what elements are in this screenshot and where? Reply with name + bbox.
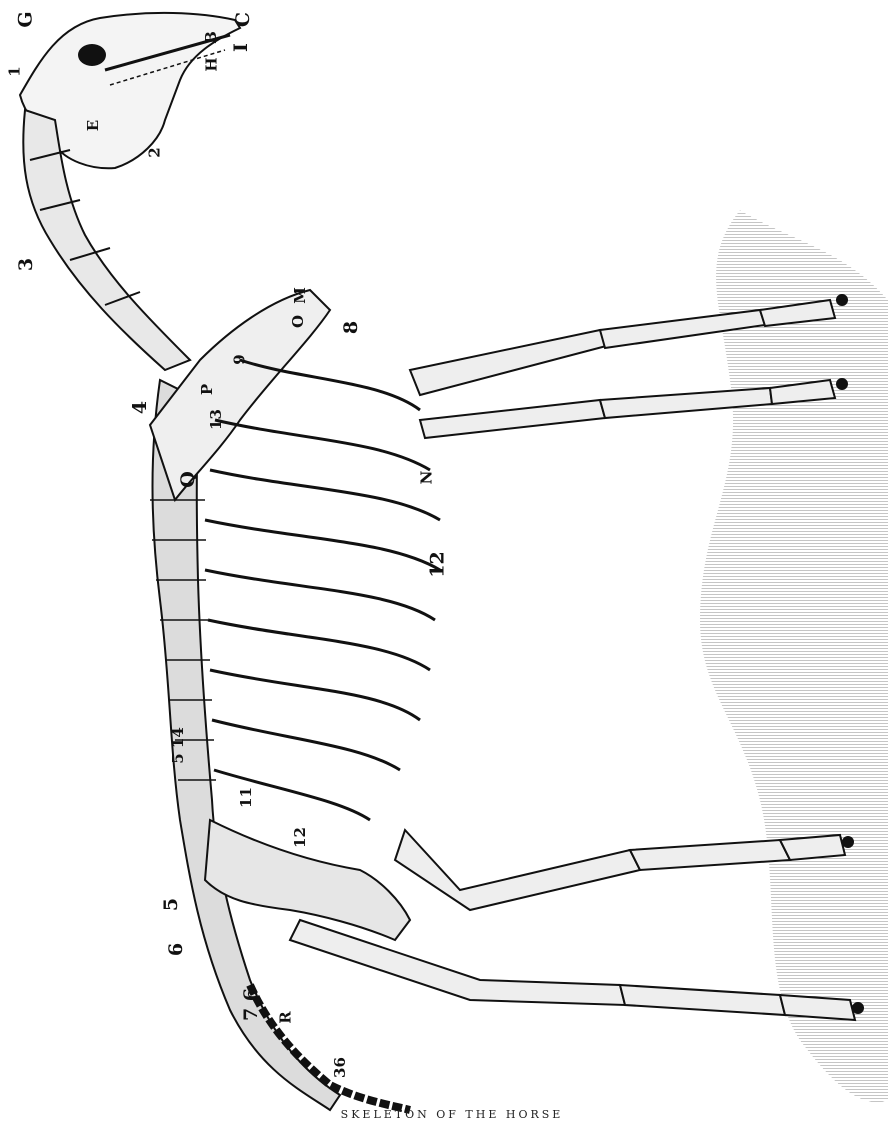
label-13: 13 <box>209 409 224 430</box>
label-1: 1 <box>8 66 23 76</box>
label-7-6: 7 6 <box>242 988 261 1021</box>
label-P: P <box>200 384 215 395</box>
label-I: I <box>232 43 251 52</box>
label-5: 5 <box>162 898 181 911</box>
label-11: 11 <box>239 787 254 808</box>
label-H: H <box>205 57 220 71</box>
label-E: E <box>86 120 101 131</box>
label-12: 12 <box>429 551 448 577</box>
label-B: B <box>204 31 219 44</box>
label-3: 3 <box>17 258 36 271</box>
label-6: 6 <box>167 943 186 956</box>
label-N: N <box>419 471 434 485</box>
label-2: 2 <box>148 147 163 157</box>
label-8: 8 <box>342 321 361 334</box>
eye-socket <box>78 44 106 66</box>
label-Q: Q <box>179 471 198 488</box>
rib-cage <box>205 360 440 820</box>
label-36: 36 <box>333 1057 348 1078</box>
label-M: M <box>293 287 308 304</box>
label-O: O <box>291 315 306 328</box>
label-C: C <box>234 12 253 27</box>
label-9: 9 <box>233 354 248 364</box>
label-G: G <box>17 11 36 27</box>
label-R: R <box>279 1011 294 1023</box>
label-5-14: 5 14 <box>171 727 186 764</box>
label-12-b: 12 <box>293 827 308 848</box>
ground-shadow <box>700 210 888 1102</box>
plate-caption: SKELETON OF THE HORSE <box>322 1108 582 1118</box>
label-4: 4 <box>131 401 150 414</box>
